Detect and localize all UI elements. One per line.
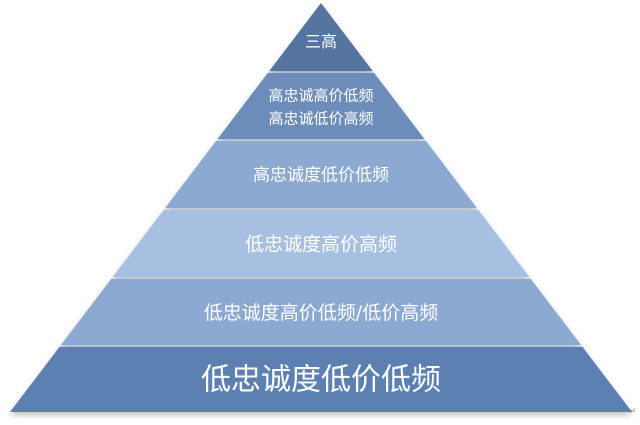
tier-2-label-1: 高忠诚高价低频 <box>268 86 373 104</box>
tier-3-label-1: 高忠诚度低价低频 <box>253 166 389 186</box>
pyramid-tier-5 <box>60 278 582 346</box>
pyramid-tier-3 <box>164 140 478 209</box>
pyramid-tier-2 <box>217 72 425 140</box>
tier-2-label-2: 高忠诚低价高频 <box>268 110 373 128</box>
tier-4-label-1: 低忠诚度高价高频 <box>245 234 397 256</box>
tier-6-label-1: 低忠诚度低价低频 <box>201 363 441 398</box>
tier-1-label-1: 三高 <box>305 32 337 51</box>
pyramid-tier-4 <box>112 209 530 278</box>
pyramid-tier-1 <box>269 3 373 72</box>
paragraph-mark: ↵ <box>628 407 636 417</box>
tier-5-label-1: 低忠诚度高价低频/低价高频 <box>204 302 438 324</box>
pyramid-tier-6 <box>10 346 632 412</box>
